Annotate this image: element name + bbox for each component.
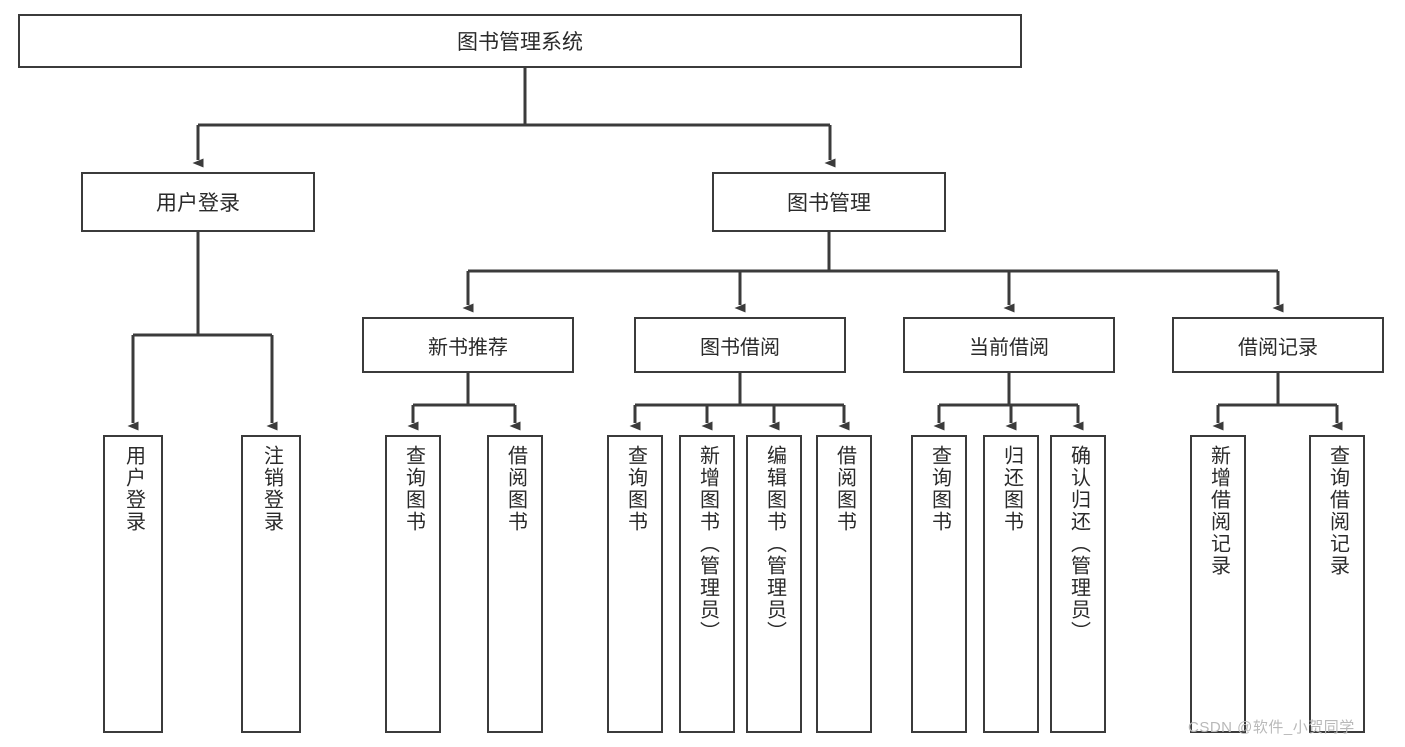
leaf-node-label: 借阅图书 [504, 445, 527, 533]
leaf-node-label: 新增借阅记录 [1207, 445, 1230, 577]
node-current-borrow-label: 当前借阅 [969, 336, 1049, 359]
leaf-node-label: 注销登录 [260, 445, 283, 533]
node-root-system[interactable]: 图书管理系统 [18, 14, 1022, 68]
node-new-book-recommend-label: 新书推荐 [428, 336, 508, 359]
watermark: CSDN @软件_小贺同学 [1188, 719, 1355, 736]
leaf-node-label: 确认归还（管理员） [1067, 445, 1090, 643]
leaf-node[interactable]: 用户登录 [103, 435, 163, 733]
leaf-node[interactable]: 新增图书（管理员） [679, 435, 735, 733]
node-borrow-record[interactable]: 借阅记录 [1172, 317, 1384, 373]
leaf-node-label: 编辑图书（管理员） [763, 445, 786, 643]
node-book-borrow[interactable]: 图书借阅 [634, 317, 846, 373]
node-root-label: 图书管理系统 [457, 31, 583, 54]
leaf-node[interactable]: 查询图书 [607, 435, 663, 733]
leaf-node[interactable]: 归还图书 [983, 435, 1039, 733]
leaf-node-label: 归还图书 [1000, 445, 1023, 533]
node-user-login-label: 用户登录 [156, 192, 240, 215]
leaf-node-label: 新增图书（管理员） [696, 445, 719, 643]
node-new-book-recommend[interactable]: 新书推荐 [362, 317, 574, 373]
leaf-node-label: 查询图书 [624, 445, 647, 533]
leaf-node-label: 借阅图书 [833, 445, 856, 533]
leaf-node[interactable]: 查询图书 [911, 435, 967, 733]
leaf-node[interactable]: 新增借阅记录 [1190, 435, 1246, 733]
node-current-borrow[interactable]: 当前借阅 [903, 317, 1115, 373]
node-borrow-record-label: 借阅记录 [1238, 336, 1318, 359]
leaf-node-label: 查询借阅记录 [1326, 445, 1349, 577]
leaf-node-label: 查询图书 [402, 445, 425, 533]
leaf-node-label: 用户登录 [122, 445, 145, 533]
leaf-node[interactable]: 查询借阅记录 [1309, 435, 1365, 733]
leaf-node[interactable]: 查询图书 [385, 435, 441, 733]
node-book-management[interactable]: 图书管理 [712, 172, 946, 232]
node-book-management-label: 图书管理 [787, 192, 871, 215]
leaf-node[interactable]: 借阅图书 [816, 435, 872, 733]
node-book-borrow-label: 图书借阅 [700, 336, 780, 359]
leaf-node-label: 查询图书 [928, 445, 951, 533]
node-user-login[interactable]: 用户登录 [81, 172, 315, 232]
leaf-node[interactable]: 借阅图书 [487, 435, 543, 733]
leaf-node[interactable]: 注销登录 [241, 435, 301, 733]
leaf-node[interactable]: 确认归还（管理员） [1050, 435, 1106, 733]
leaf-node[interactable]: 编辑图书（管理员） [746, 435, 802, 733]
